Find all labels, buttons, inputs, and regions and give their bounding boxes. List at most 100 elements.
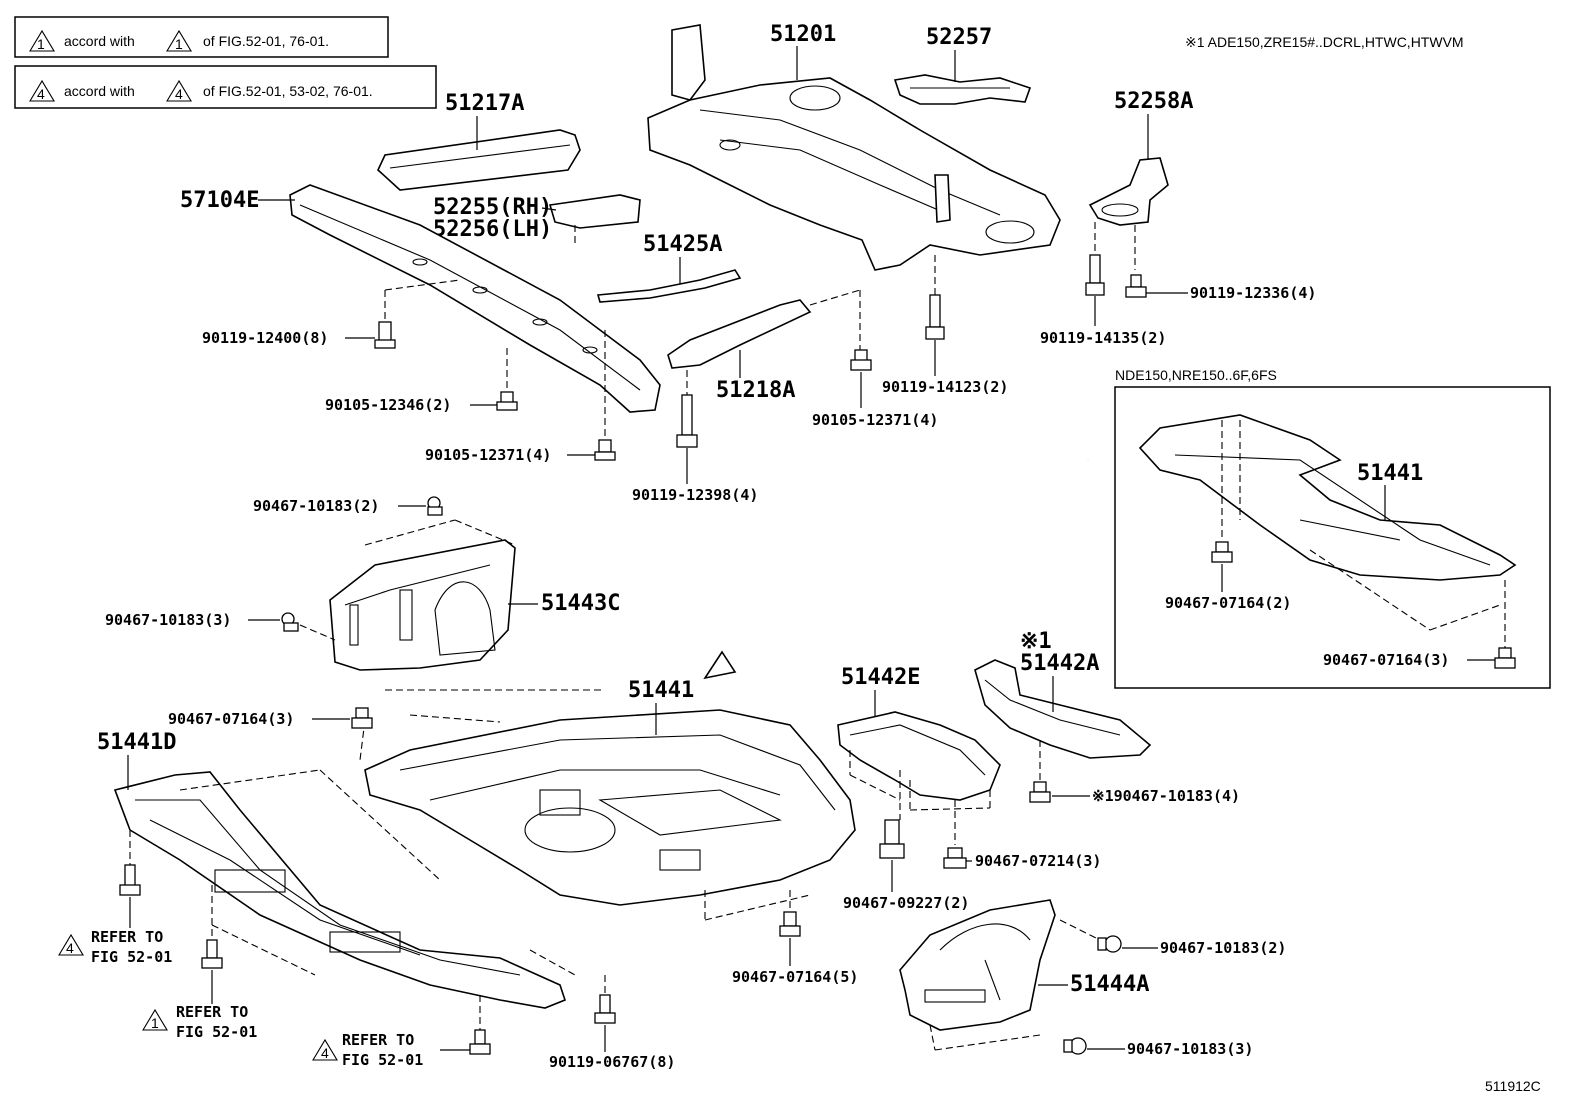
fastener-label-90467-07164: 90467-07164(5)	[732, 968, 858, 986]
part-label-51444A: 51444A	[1070, 972, 1149, 997]
refer-text: FIG 52-01	[91, 948, 172, 966]
cover-51442A	[974, 659, 1152, 759]
fastener-label-90467-07214: 90467-07214(3)	[975, 852, 1101, 870]
refer-note-3: 4 REFER TO FIG 52-01	[312, 1031, 423, 1069]
fastener-label-90119-12398: 90119-12398(4)	[632, 486, 758, 504]
legend-note-1: 1 accord with 1 of FIG.52-01, 76-01.	[14, 16, 389, 58]
bolt-icon	[119, 864, 141, 896]
cover-51444A	[899, 899, 1056, 1031]
part-label-51425A: 51425A	[643, 232, 722, 257]
legend-note-4: 4 accord with 4 of FIG.52-01, 53-02, 76-…	[14, 65, 437, 109]
bolt-icon	[1125, 274, 1147, 298]
legend-text: of FIG.52-01, 53-02, 76-01.	[203, 83, 373, 99]
warning-triangle-icon	[312, 1038, 338, 1061]
clip-icon	[1211, 541, 1233, 563]
legend-text: of FIG.52-01, 76-01.	[203, 33, 329, 49]
bolt-icon	[594, 439, 616, 461]
clip-icon	[943, 847, 967, 869]
clip-icon	[427, 496, 443, 516]
clip-icon	[779, 911, 801, 937]
cover-51443C	[329, 539, 516, 671]
figure-code: 511912C	[1485, 1078, 1541, 1094]
bolt-icon	[374, 321, 396, 349]
clip-icon	[1063, 1037, 1087, 1055]
part-label-52258A: 52258A	[1114, 89, 1193, 114]
warning-triangle-icon	[58, 933, 84, 956]
part-label-51442A: 51442A	[1020, 651, 1099, 676]
clip-icon	[351, 707, 373, 729]
bolt-icon	[1085, 254, 1105, 296]
part-label-51441D: 51441D	[97, 730, 176, 755]
legend-mark: 4	[175, 86, 183, 102]
bolt-icon	[496, 391, 518, 411]
fastener-label-90119-12400: 90119-12400(8)	[202, 329, 328, 347]
reinforcement-51217A	[377, 129, 581, 191]
bolt-icon	[469, 1029, 491, 1055]
part-label-51218A: 51218A	[716, 378, 795, 403]
refer-note-2: 1 REFER TO FIG 52-01	[142, 1003, 257, 1041]
fastener-label-90467-07164: 90467-07164(2)	[1165, 594, 1291, 612]
clip-icon	[1097, 935, 1122, 953]
clip-icon	[1494, 647, 1516, 669]
bolt-icon	[850, 349, 872, 371]
part-label-51443C: 51443C	[541, 591, 620, 616]
fastener-label-90467-07164: 90467-07164(3)	[168, 710, 294, 728]
model-note-mark: ※1	[1020, 629, 1052, 654]
engine-undercover-51441	[364, 709, 856, 906]
inset-title: NDE150,NRE150..6F,6FS	[1115, 367, 1277, 383]
part-label-52257: 52257	[926, 25, 992, 50]
fastener-label-90467-10183: ※190467-10183(4)	[1092, 787, 1240, 805]
fastener-label-90105-12371: 90105-12371(4)	[425, 446, 551, 464]
part-label-51201: 51201	[770, 22, 836, 47]
front-undercover-51441D	[113, 771, 566, 1009]
cover-51442E	[837, 711, 1001, 801]
fastener-label-90119-14135: 90119-14135(2)	[1040, 329, 1166, 347]
fastener-label-90119-12336: 90119-12336(4)	[1190, 284, 1316, 302]
reinforcement-51218A	[667, 299, 812, 369]
fastener-label-90467-07164: 90467-07164(3)	[1323, 651, 1449, 669]
legend-mark: 4	[37, 86, 45, 102]
part-label-52256: 52256(LH)	[433, 217, 552, 242]
fastener-label-90467-10183: 90467-10183(2)	[253, 497, 379, 515]
part-label-51441: 51441	[628, 678, 694, 703]
brace-52257	[893, 74, 1032, 105]
clip-icon	[1029, 781, 1051, 803]
fastener-label-90105-12346: 90105-12346(2)	[325, 396, 451, 414]
part-label-51217A: 51217A	[445, 91, 524, 116]
clip-icon	[879, 819, 905, 859]
member-57104E	[289, 184, 661, 413]
warning-triangle-icon	[29, 29, 55, 52]
model-applicability-note: ※1 ADE150,ZRE15#..DCRL,HTWC,HTWVM	[1185, 34, 1464, 50]
engine-undercover-51441-inset	[1138, 414, 1517, 581]
legend-text: accord with	[64, 83, 135, 99]
refer-note-1: 4 REFER TO FIG 52-01	[58, 928, 172, 966]
fastener-label-90119-14123: 90119-14123(2)	[882, 378, 1008, 396]
refer-text: REFER TO	[342, 1031, 414, 1049]
legend-text: accord with	[64, 33, 135, 49]
part-label-57104E: 57104E	[180, 188, 259, 213]
bolt-icon	[676, 394, 698, 448]
plate-52255-52256	[548, 194, 641, 229]
bracket-52258A	[1088, 157, 1169, 226]
refer-mark: 4	[66, 940, 74, 956]
part-label-51442E: 51442E	[841, 665, 920, 690]
warning-triangle-icon	[29, 79, 55, 102]
part-label-52255: 52255(RH)	[433, 195, 552, 220]
warning-triangle-icon	[166, 29, 192, 52]
clip-icon	[281, 612, 299, 632]
legend-mark: 1	[37, 36, 45, 52]
bolt-icon	[201, 939, 223, 969]
fastener-label-90105-12371: 90105-12371(4)	[812, 411, 938, 429]
refer-text: FIG 52-01	[176, 1023, 257, 1041]
fastener-label-90467-09227: 90467-09227(2)	[843, 894, 969, 912]
part-label-51441-inset: 51441	[1357, 461, 1423, 486]
bolt-icon	[594, 994, 616, 1024]
crossmember-51201	[647, 24, 1061, 271]
warning-triangle-icon	[166, 79, 192, 102]
refer-text: FIG 52-01	[342, 1051, 423, 1069]
fastener-label-90119-06767: 90119-06767(8)	[549, 1053, 675, 1071]
warning-triangle-icon	[142, 1008, 168, 1031]
fastener-label-90467-10183: 90467-10183(3)	[1127, 1040, 1253, 1058]
